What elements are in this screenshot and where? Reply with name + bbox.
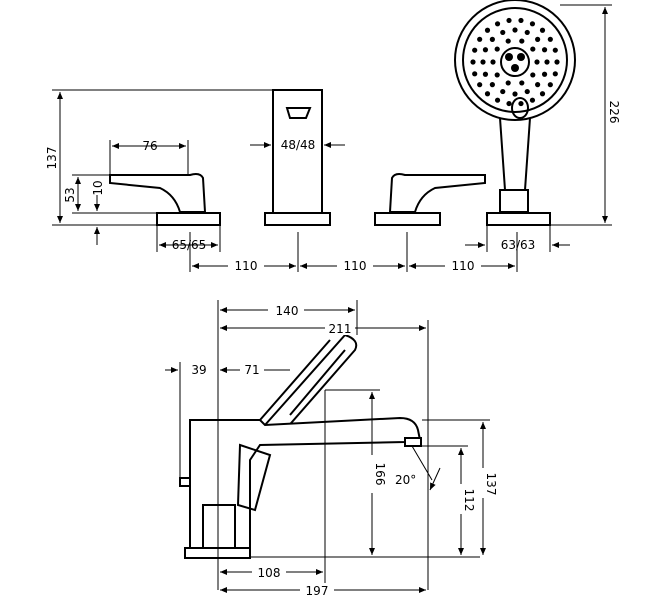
nozzle-dot (512, 91, 518, 97)
nozzle-dot (518, 100, 524, 107)
nozzle-dot (506, 17, 512, 24)
nozzle-dot (518, 17, 524, 24)
hand-shower (454, 0, 576, 226)
nozzle-dot (484, 27, 491, 33)
nozzle-dot (482, 47, 489, 53)
dim-53: 53 (63, 187, 77, 202)
left-handle (109, 173, 221, 226)
dim-166: 166 (373, 463, 387, 486)
dim-137-top: 137 (45, 147, 59, 170)
nozzle-dot (530, 72, 536, 78)
nozzle-dot (489, 82, 495, 88)
spout-column (264, 89, 331, 226)
nozzle-dot (519, 80, 525, 86)
nozzle-dot (539, 27, 546, 33)
nozzle-dot (547, 82, 553, 88)
nozzle-dot (544, 59, 550, 65)
nozzle-dot (539, 91, 546, 97)
nozzle-dot (535, 36, 541, 42)
nozzle-dot (500, 88, 506, 95)
center-nozzle (511, 64, 519, 72)
nozzle-dot (500, 29, 506, 36)
nozzle-dot (484, 91, 491, 97)
nozzle-dot (489, 36, 495, 42)
nozzle-dot (534, 59, 540, 65)
dim-76: 76 (142, 139, 157, 153)
nozzle-dot (547, 36, 553, 42)
nozzle-dot (512, 27, 518, 33)
nozzle-dot (541, 71, 548, 77)
dim-112: 112 (462, 489, 476, 512)
nozzle-dot (494, 46, 500, 52)
nozzle-dot (524, 88, 530, 95)
nozzle-dot (529, 21, 536, 27)
dim-angle-20: 20° (395, 473, 416, 487)
dim-110-2: 110 (344, 259, 367, 273)
dim-110-3: 110 (452, 259, 475, 273)
dim-108: 108 (258, 566, 281, 580)
dim-226: 226 (607, 101, 621, 124)
nozzle-dot (494, 72, 500, 78)
nozzle-dot (494, 21, 501, 27)
nozzle-dot (541, 47, 548, 53)
nozzle-dot (554, 59, 560, 65)
nozzle-dot (494, 97, 501, 103)
side-view-body (179, 333, 422, 559)
nozzle-dot (472, 71, 478, 77)
right-handle (374, 173, 486, 226)
nozzle-dot (477, 82, 483, 88)
dim-137-side: 137 (484, 473, 498, 496)
center-nozzle (505, 53, 513, 61)
dim-48-48: 48/48 (281, 138, 316, 152)
nozzle-dot (477, 36, 483, 42)
dim-39: 39 (191, 363, 206, 377)
dim-71: 71 (244, 363, 259, 377)
center-nozzle (517, 53, 525, 61)
dim-110-1: 110 (235, 259, 258, 273)
dim-140: 140 (276, 304, 299, 318)
nozzle-dot (530, 46, 536, 52)
nozzle-dot (505, 80, 511, 86)
dim-197: 197 (306, 584, 329, 598)
dim-10: 10 (91, 180, 105, 195)
nozzle-dot (490, 59, 496, 65)
nozzle-dot (552, 71, 558, 77)
nozzle-dot (506, 100, 512, 107)
nozzle-dot (524, 29, 530, 36)
dim-63-63: 63/63 (501, 238, 536, 252)
dim-211: 211 (329, 322, 352, 336)
side-dimensions: 140 211 39 71 166 20° 112 137 108 (165, 300, 498, 598)
nozzle-dot (529, 97, 536, 103)
nozzle-dot (482, 71, 489, 77)
dim-65-65: 65/65 (172, 238, 207, 252)
top-dimensions: 137 76 53 10 65/65 48/48 110 110 110 (45, 4, 621, 273)
nozzle-dot (552, 47, 558, 53)
nozzle-dot (480, 59, 486, 65)
nozzle-dot (505, 38, 511, 44)
nozzle-dot (535, 82, 541, 88)
nozzle-dot (470, 59, 476, 65)
nozzle-dot (519, 38, 525, 44)
nozzle-dot (472, 47, 478, 53)
